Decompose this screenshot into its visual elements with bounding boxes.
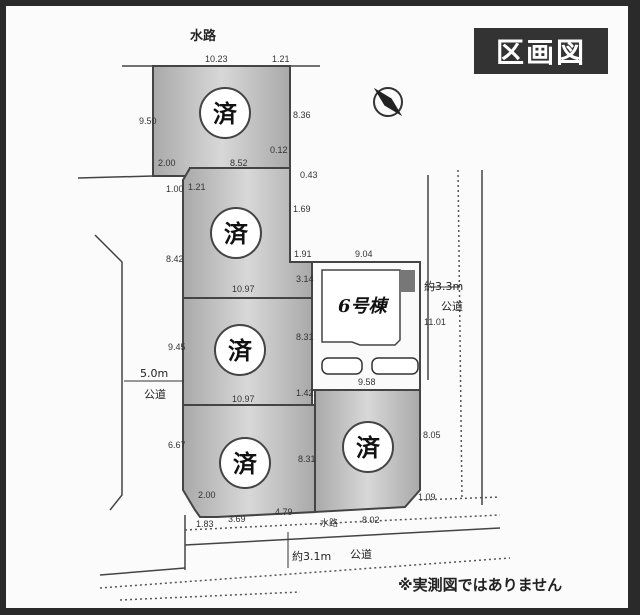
dim: 8.02	[362, 515, 380, 525]
stairs	[400, 270, 415, 292]
dim: 1.21	[272, 54, 290, 64]
top-waterway-label: 水路	[190, 28, 217, 44]
dim: 10.97	[232, 394, 255, 404]
dim: 1.42	[296, 388, 314, 398]
sold-marks	[199, 87, 394, 489]
dim: 1.69	[293, 204, 311, 214]
bottom-waterway-label: 水路	[320, 517, 338, 528]
dim: 2.00	[158, 158, 176, 168]
dim: 10.97	[232, 284, 255, 294]
dim: 4.79	[275, 507, 293, 517]
sold-mark: 済	[228, 336, 253, 365]
dim: 9.58	[358, 377, 376, 387]
dim: 8.42	[166, 254, 184, 264]
dim: 10.23	[205, 54, 228, 64]
north-arrow-icon	[373, 87, 403, 117]
dim: 9.50	[139, 116, 157, 126]
dim: 8.05	[423, 430, 441, 440]
right-road-width: 約3.3m	[424, 279, 463, 293]
sold-mark: 済	[233, 449, 258, 478]
dim: 1.91	[294, 249, 312, 259]
dim: 1.21	[188, 182, 206, 192]
sold-mark: 済	[213, 99, 238, 128]
dim: 9.04	[355, 249, 373, 259]
dim: 3.14	[296, 274, 314, 284]
bottom-road-width: 約3.1m	[292, 549, 331, 563]
sold-mark: 済	[224, 219, 249, 248]
page-title: 区画図	[474, 28, 608, 74]
left-road-width: 5.0m	[140, 367, 168, 380]
road-dotted-lines	[99, 169, 511, 601]
dim: 1.83	[196, 519, 214, 529]
dim: 0.12	[270, 145, 288, 155]
dim: 9.45	[168, 342, 186, 352]
dim: 6.67	[168, 440, 186, 450]
left-road-type: 公道	[144, 387, 166, 401]
dim: 1.00	[166, 184, 184, 194]
sold-mark: 済	[356, 433, 381, 462]
right-road-type: 公道	[441, 299, 463, 313]
dim: 8.31	[298, 454, 316, 464]
dim: 0.43	[300, 170, 318, 180]
dim: 2.00	[198, 490, 216, 500]
dim: 8.31	[296, 332, 314, 342]
parking	[321, 357, 419, 375]
dim: 8.36	[293, 110, 311, 120]
dim: 1.09	[418, 492, 436, 502]
dim: 11.01	[424, 317, 446, 327]
lot6-label: 6号棟	[338, 296, 390, 317]
dim: 3.69	[228, 514, 246, 524]
bottom-road-type: 公道	[350, 547, 372, 561]
disclaimer-note: ※実測図ではありません	[398, 576, 563, 594]
dim: 8.52	[230, 158, 248, 168]
